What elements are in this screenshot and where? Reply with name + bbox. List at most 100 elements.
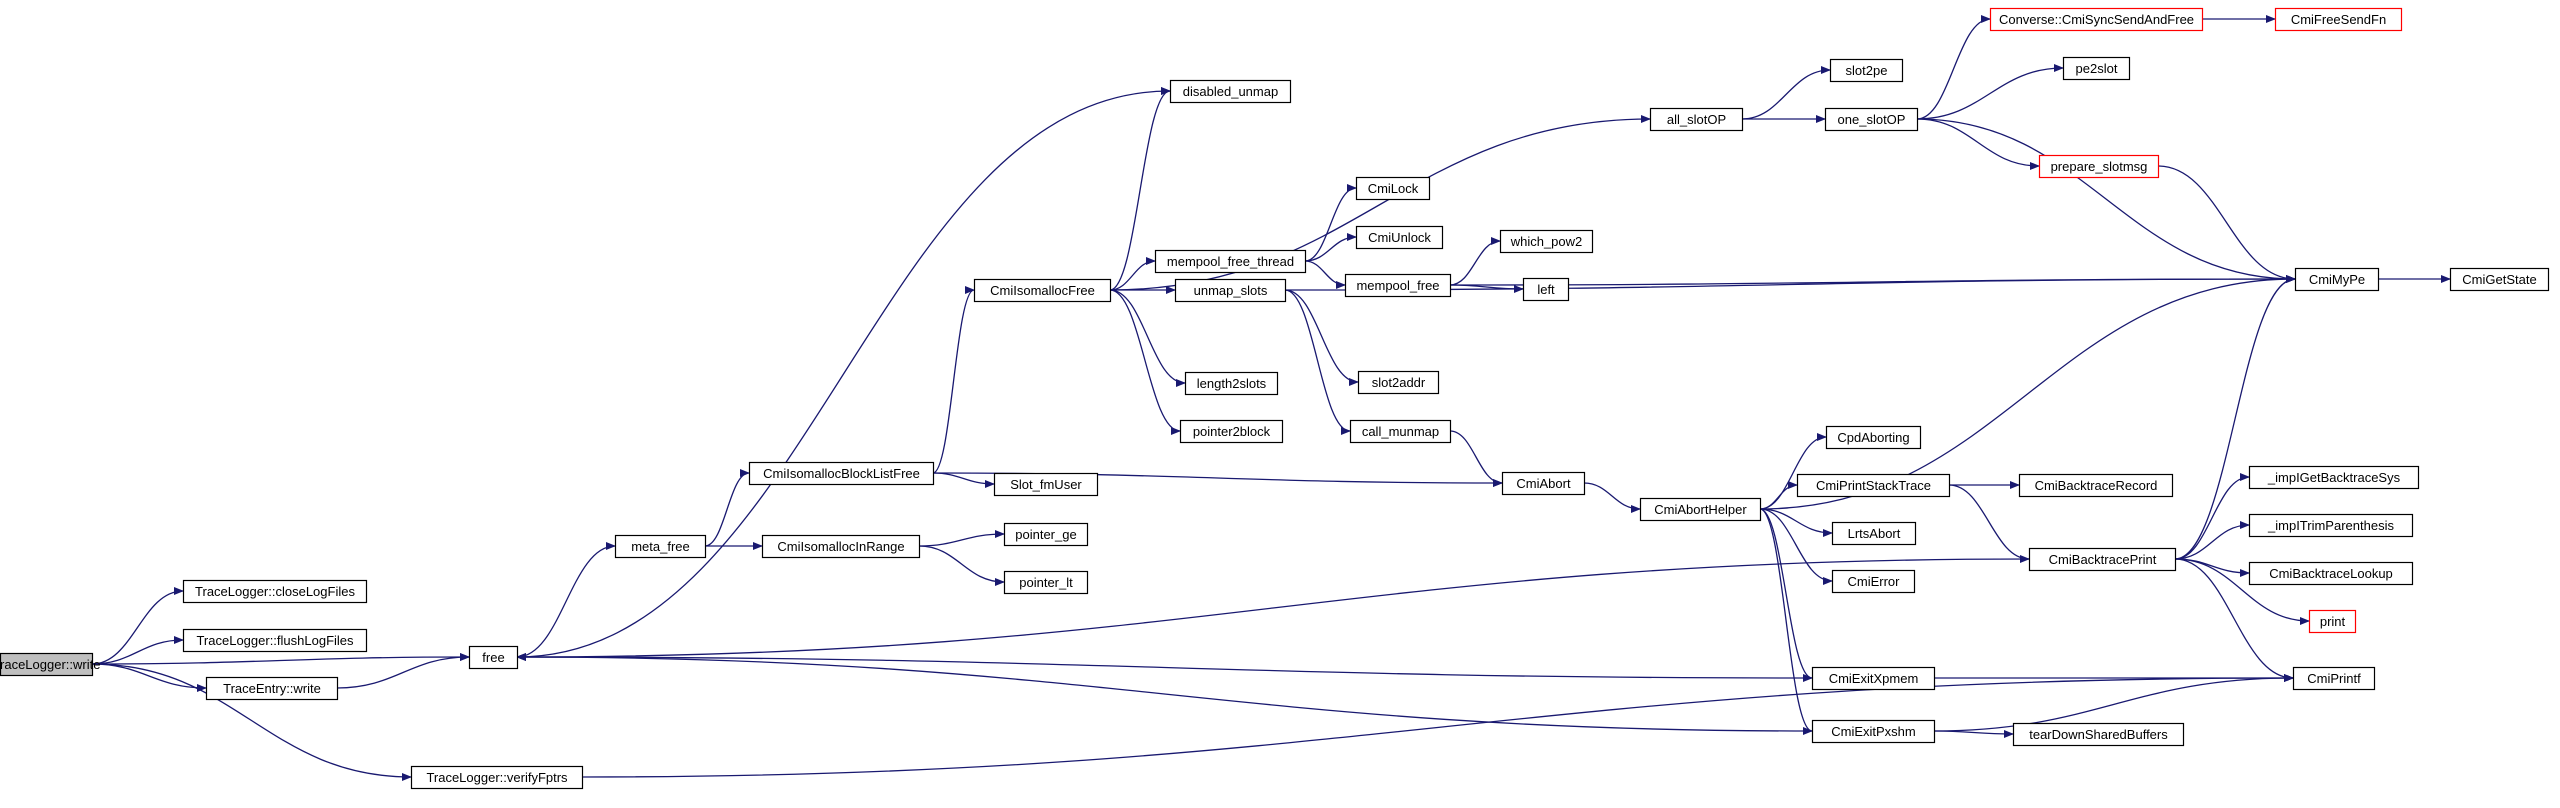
node-pointer_ge[interactable]: pointer_ge — [1003, 522, 1089, 547]
node-cmimype[interactable]: CmiMyPe — [2294, 267, 2380, 292]
edge-aborthelper-to-exitxpmem — [1759, 508, 1813, 682]
node-label: print — [2320, 614, 2346, 629]
node-backtracelookup[interactable]: CmiBacktraceLookup — [2248, 561, 2414, 586]
node-label: meta_free — [631, 539, 690, 554]
node-blockListFree[interactable]: CmiIsomallocBlockListFree — [748, 461, 935, 486]
node-print[interactable]: print — [2308, 609, 2357, 634]
node-left[interactable]: left — [1522, 277, 1570, 302]
node-lrtsabort[interactable]: LrtsAbort — [1831, 521, 1917, 546]
node-closeLogFiles[interactable]: TraceLogger::closeLogFiles — [182, 579, 368, 604]
node-label: pe2slot — [2076, 61, 2118, 76]
node-which_pow2[interactable]: which_pow2 — [1499, 229, 1594, 254]
edge-free-to-meta_free — [516, 542, 616, 658]
node-cmigetstate[interactable]: CmiGetState — [2449, 267, 2550, 292]
node-exitpxshm[interactable]: CmiExitPxshm — [1811, 719, 1936, 744]
node-label: CmiPrintf — [2307, 671, 2361, 686]
node-cpdaborting[interactable]: CpdAborting — [1825, 425, 1922, 450]
node-freesendfn[interactable]: CmiFreeSendFn — [2274, 7, 2403, 32]
node-box — [468, 645, 519, 670]
node-label: mempool_free_thread — [1167, 254, 1294, 269]
node-length2slots[interactable]: length2slots — [1184, 371, 1279, 396]
node-box — [1003, 522, 1089, 547]
node-label: which_pow2 — [1510, 234, 1583, 249]
node-label: CmiUnlock — [1368, 230, 1431, 245]
node-mempool_free[interactable]: mempool_free — [1344, 273, 1452, 298]
node-label: CmiLock — [1368, 181, 1419, 196]
node-box — [2028, 547, 2177, 572]
node-pointer2block[interactable]: pointer2block — [1179, 419, 1284, 444]
node-inRange[interactable]: CmiIsomallocInRange — [761, 534, 921, 559]
node-slot_fmUser[interactable]: Slot_fmUser — [993, 472, 1099, 497]
node-mempool_free_thread[interactable]: mempool_free_thread — [1154, 249, 1307, 274]
node-box — [761, 534, 921, 559]
node-teardown[interactable]: tearDownSharedBuffers — [2012, 722, 2185, 747]
node-getbacktracesys[interactable]: _impIGetBacktraceSys — [2248, 465, 2420, 490]
node-box — [1796, 473, 1951, 498]
node-box — [182, 628, 368, 653]
node-unmap_slots[interactable]: unmap_slots — [1174, 278, 1287, 303]
node-all_slotop[interactable]: all_slotOP — [1649, 107, 1744, 132]
node-layer: TraceLogger::write TraceLogger::closeLogF… — [0, 7, 2550, 790]
edge-aborthelper-to-printstacktrace — [1759, 481, 1798, 510]
node-box — [2248, 561, 2414, 586]
node-box — [1811, 719, 1936, 744]
node-syncsend[interactable]: Converse::CmiSyncSendAndFree — [1989, 7, 2204, 32]
node-box — [182, 579, 368, 604]
node-trimparen[interactable]: _impITrimParenthesis — [2248, 513, 2414, 538]
edge-backtraceprint-to-getbacktracesys — [2174, 473, 2250, 560]
node-cmilock[interactable]: CmiLock — [1355, 176, 1431, 201]
node-aborthelper[interactable]: CmiAbortHelper — [1639, 497, 1762, 522]
node-label: _impITrimParenthesis — [2267, 518, 2394, 533]
node-verifyFptrs[interactable]: TraceLogger::verifyFptrs — [410, 765, 584, 790]
edge-inRange-to-pointer_lt — [918, 545, 1005, 586]
node-slot2addr[interactable]: slot2addr — [1357, 370, 1440, 395]
node-label: free — [482, 650, 504, 665]
edge-unmap_slots-to-cmimype — [1284, 275, 2296, 291]
edge-layer — [91, 15, 2451, 781]
node-exitxpmem[interactable]: CmiExitXpmem — [1811, 666, 1936, 691]
node-box — [1174, 278, 1287, 303]
node-tl_write[interactable]: TraceLogger::write — [0, 652, 100, 677]
node-backtraceprint[interactable]: CmiBacktracePrint — [2028, 547, 2177, 572]
node-cmiunlock[interactable]: CmiUnlock — [1355, 225, 1444, 250]
node-label: CmiExitXpmem — [1829, 671, 1919, 686]
edge-tl_write-to-closeLogFiles — [91, 587, 184, 665]
node-box — [1179, 419, 1284, 444]
node-printstacktrace[interactable]: CmiPrintStackTrace — [1796, 473, 1951, 498]
node-label: CmiExitPxshm — [1831, 724, 1916, 739]
node-label: CmiIsomallocInRange — [777, 539, 904, 554]
node-label: CmiBacktraceRecord — [2035, 478, 2158, 493]
edge-all_slotop-to-slot2pe — [1741, 66, 1831, 120]
node-flushLogFiles[interactable]: TraceLogger::flushLogFiles — [182, 628, 368, 653]
edge-printstacktrace-to-backtraceprint — [1948, 484, 2030, 563]
node-call_munmap[interactable]: call_munmap — [1349, 419, 1452, 444]
node-label: CmiError — [1848, 574, 1901, 589]
node-cmierror[interactable]: CmiError — [1831, 569, 1916, 594]
node-label: mempool_free — [1356, 278, 1439, 293]
node-box — [1831, 521, 1917, 546]
node-label: left — [1537, 282, 1555, 297]
node-label: CmiPrintStackTrace — [1816, 478, 1931, 493]
node-cmiabort[interactable]: CmiAbort — [1501, 471, 1586, 496]
node-disabled_unmap[interactable]: disabled_unmap — [1169, 79, 1292, 104]
node-one_slotop[interactable]: one_slotOP — [1824, 107, 1919, 132]
node-te_write[interactable]: TraceEntry::write — [205, 676, 339, 701]
node-box — [993, 472, 1099, 497]
node-cmiprintf[interactable]: CmiPrintf — [2292, 666, 2376, 691]
node-label: TraceLogger::write — [0, 657, 100, 672]
node-free[interactable]: free — [468, 645, 519, 670]
node-prepare_slotmsg[interactable]: prepare_slotmsg — [2038, 154, 2160, 179]
node-isoFree[interactable]: CmiIsomallocFree — [973, 278, 1112, 303]
node-label: pointer_ge — [1015, 527, 1076, 542]
node-box — [2292, 666, 2376, 691]
node-pointer_lt[interactable]: pointer_lt — [1003, 570, 1089, 595]
node-backtracerecord[interactable]: CmiBacktraceRecord — [2018, 473, 2174, 498]
node-box — [1357, 370, 1440, 395]
edge-mempool_free_thread-to-cmiunlock — [1304, 233, 1357, 262]
node-pe2slot[interactable]: pe2slot — [2062, 56, 2131, 81]
edge-aborthelper-to-exitpxshm — [1759, 508, 1813, 735]
node-box — [1184, 371, 1279, 396]
node-meta_free[interactable]: meta_free — [614, 534, 707, 559]
node-label: CmiBacktracePrint — [2049, 552, 2157, 567]
node-slot2pe[interactable]: slot2pe — [1829, 58, 1904, 83]
